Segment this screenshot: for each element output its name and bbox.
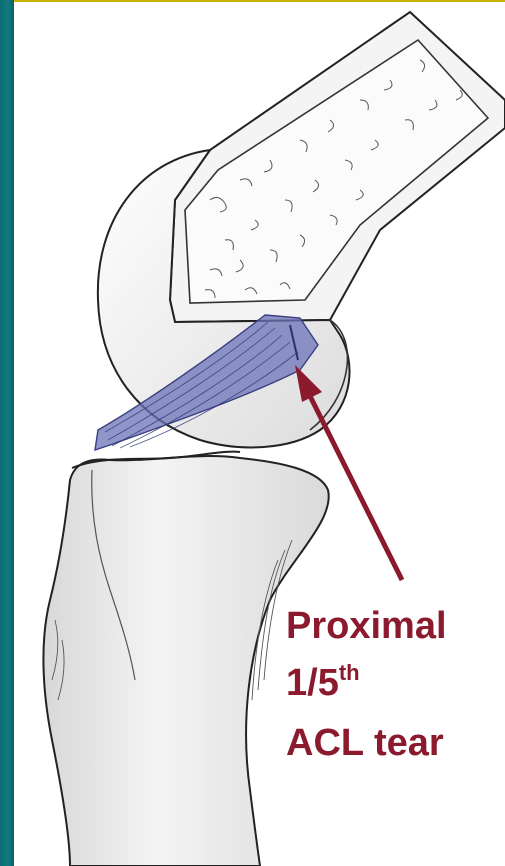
annotation-fraction: 1/5 (286, 662, 339, 704)
annotation-line-1: Proximal (286, 605, 447, 648)
annotation-superscript: th (339, 660, 360, 685)
annotation-line-3: ACL tear (286, 722, 444, 765)
annotation-line-2: 1/5th (286, 662, 360, 705)
